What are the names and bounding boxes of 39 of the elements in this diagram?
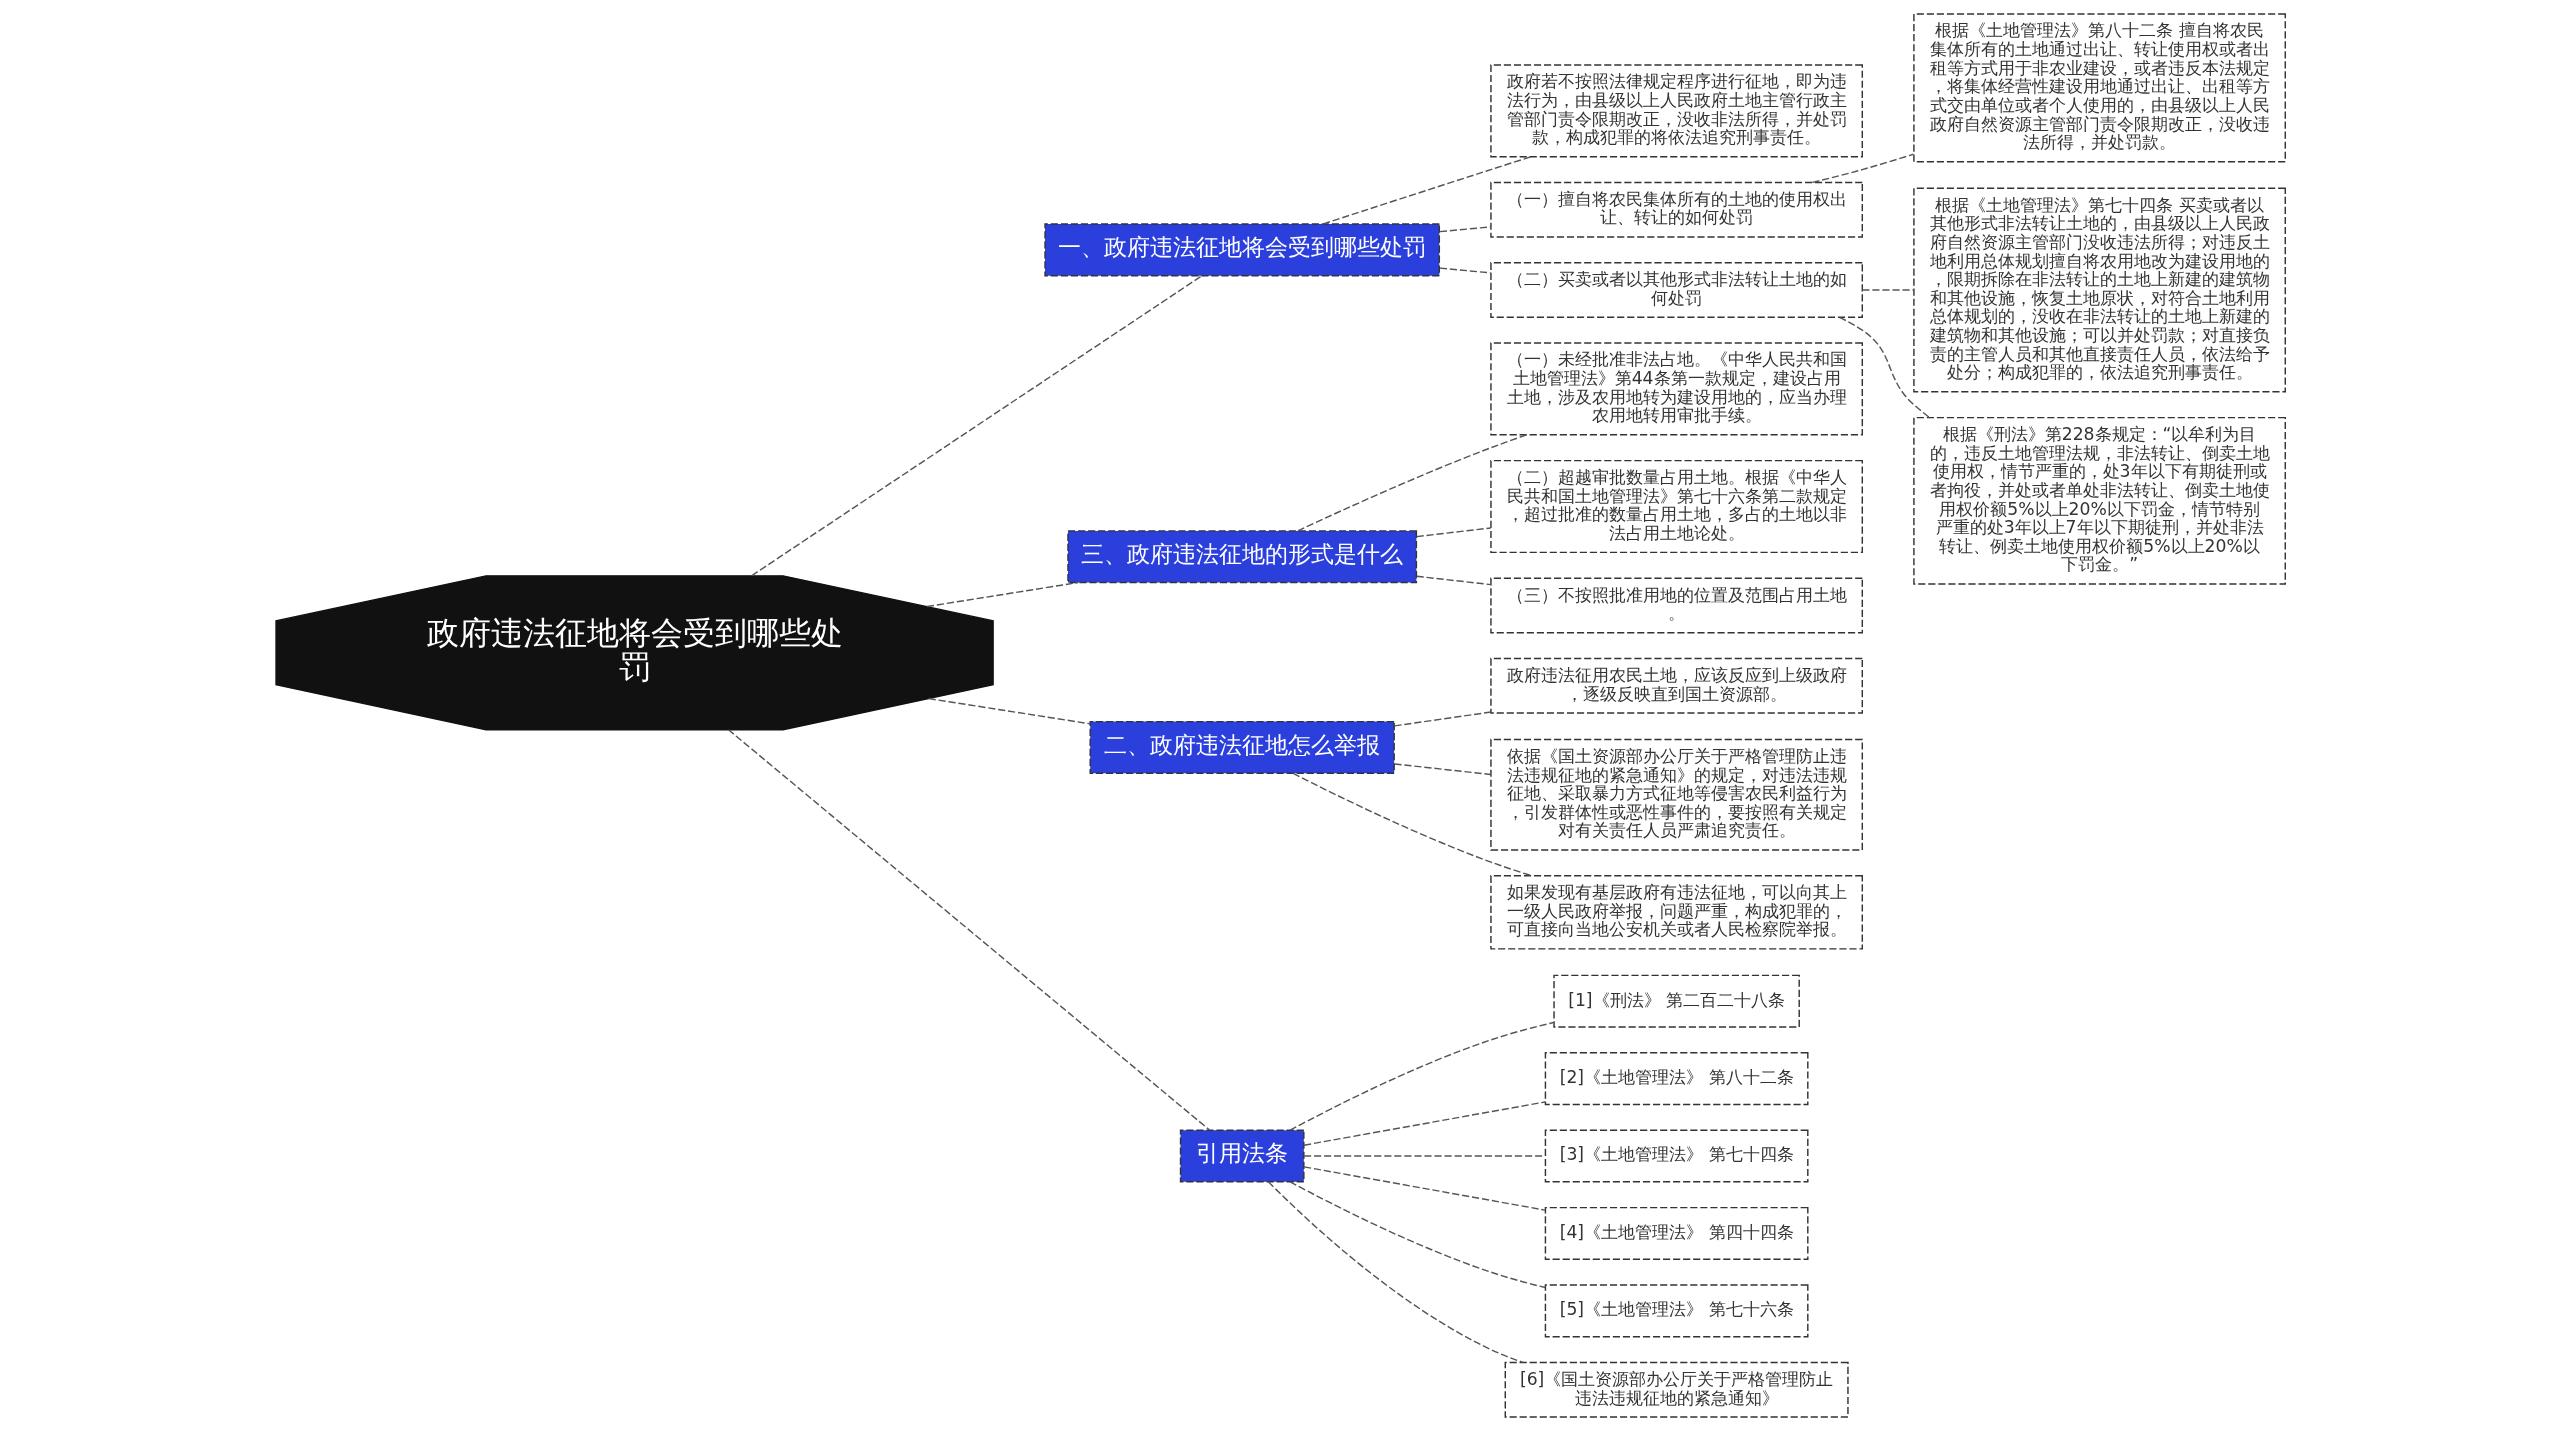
connector [1415, 575, 1491, 586]
node-box: [6]《国土资源部办公厅关于严格管理防止违法违规征地的紧急通知》 [1504, 1361, 1849, 1418]
node-box: 根据《土地管理法》第七十四条 买卖或者以其他形式非法转让土地的，由县级以上人民政府自然资源主管部门没收违法所得；对违反土地利用总体规划擅自将农用地改为建设用地的，限期拆除在非法转让的土地上新建的建筑物和其他设施，恢复土地原状，对符合土地利用总体规划的，没收在非法转让的土地上新建的建筑物和其他设施；可以并处罚款；对直接负责的主管人员和其他直接责任人员，依法给予处分；构成犯罪的，依法追究刑事责任。 [1912, 187, 2286, 393]
connector [1438, 267, 1491, 274]
connector [1415, 527, 1491, 538]
node-box: 如果发现有基层政府有违法征地，可以向其上一级人民政府举报，问题严重，构成犯罪的，可直接向当地公安机关或者人民检察院举报。 [1489, 875, 1863, 950]
connector [1302, 1166, 1546, 1211]
node-box: 一、政府违法征地将会受到哪些处罚 [1043, 223, 1440, 277]
connector [925, 581, 1079, 608]
node-box: 根据《刑法》第228条规定：“以牟利为目的，违反土地管理法规，非法转让、倒卖土地使用权，情节严重的，处3年以下有期徒刑或者拘役，并处或者单处非法转让、倒卖土地使用权价额5%以上20%以下罚金，情节特别严重的处3年以上7年以下期徒刑，并处非法转让、例卖土地使用权价额5%以上20%以下罚金。” [1912, 416, 2286, 585]
node-box: [1]《刑法》 第二百二十八条 [1552, 974, 1800, 1028]
node-box: [3]《土地管理法》 第七十四条 [1544, 1129, 1809, 1183]
connector [750, 275, 1203, 577]
connector [1393, 711, 1492, 727]
node-box: 根据《土地管理法》第八十二条 擅自将农民集体所有的土地通过出让、转让使用权或者出租等方式用于非农业建设，或者违反本法规定，将集体经营性建设用地通过出让、出租等方式交由单位或者个人使用的，由县级以上人民政府自然资源主管部门责令限期改正，没收违法所得，并处罚款。 [1912, 13, 2286, 163]
node-box: （二）买卖或者以其他形式非法转让土地的如何处罚 [1489, 262, 1863, 318]
node-box: （二）超越审批数量占用土地。根据《中华人民共和国土地管理法》第七十六条第二款规定，超过批准的数量占用土地，多占的土地以非法占用土地论处。 [1489, 459, 1863, 554]
node-box: 二、政府违法征地怎么举报 [1089, 720, 1395, 774]
connector [727, 729, 1210, 1131]
node-box: 引用法条 [1179, 1129, 1305, 1183]
connector [1302, 1101, 1546, 1146]
node-box: （一）擅自将农民集体所有的土地的使用权出让、转让的如何处罚 [1489, 181, 1863, 238]
node-box: （三）不按照批准用地的位置及范围占用土地。 [1489, 577, 1863, 634]
connector [1288, 1021, 1554, 1131]
connector [1288, 1181, 1546, 1289]
node-box: （一）未经批准非法占地。《中华人民共和国土地管理法》第44条第一款规定，建设占用土地，涉及农用地转为建设用地的，应当办理农用地转用审批手续。 [1489, 342, 1863, 436]
connector [1438, 226, 1491, 233]
node-box: 政府若不按照法律规定程序进行征地，即为违法行为，由县级以上人民政府土地主管行政主管部门责令限期改正，没收非法所得，并处罚款，构成犯罪的将依法追究刑事责任。 [1489, 64, 1863, 158]
node-box: [2]《土地管理法》 第八十二条 [1544, 1052, 1809, 1106]
connector [1861, 289, 1914, 291]
node-box: 三、政府违法征地的形式是什么 [1066, 530, 1417, 584]
node-box: 依据《国土资源部办公厅关于严格管理防止违法违规征地的紧急通知》的规定，对违法违规征地、采取暴力方式征地等侵害农民利益行为，引发群体性或恶性事件的，要按照有关规定对有关责任人员严肃追究责任。 [1489, 738, 1863, 851]
connector [1838, 316, 1930, 419]
node-box: [4]《土地管理法》 第四十四条 [1544, 1206, 1809, 1260]
connector [1393, 763, 1492, 776]
node-box: [5]《土地管理法》 第七十六条 [1544, 1284, 1809, 1338]
connector [1267, 1181, 1524, 1364]
connector [927, 697, 1091, 725]
node-box: 政府违法征用农民土地，应该反应到上级政府，逐级反映直到国土资源部。 [1489, 657, 1863, 714]
